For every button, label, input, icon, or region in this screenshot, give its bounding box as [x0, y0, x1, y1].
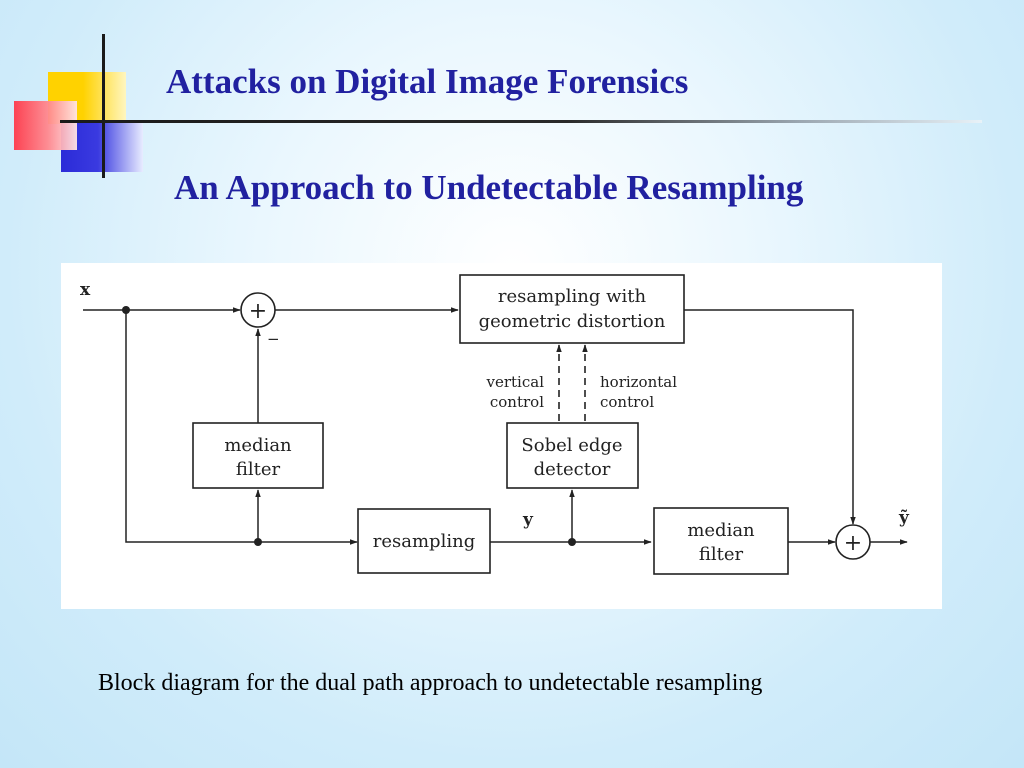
- horizontal-control-label-2: control: [600, 393, 654, 411]
- signal-label-y: y: [522, 510, 534, 530]
- horizontal-control-label-1: horizontal: [600, 373, 677, 391]
- input-label-x: x: [80, 280, 91, 300]
- vertical-control-label-2: control: [490, 393, 544, 411]
- vertical-control-label-1: vertical: [486, 373, 545, 391]
- block-median-top-line2: filter: [236, 459, 281, 480]
- wire-geometric-to-output-sum: [684, 309, 856, 525]
- block-resampling-geometric: [459, 274, 685, 344]
- block-sobel-edge-detector: [506, 422, 639, 489]
- block-median-top-line1: median: [224, 435, 292, 456]
- slide-subtitle: An Approach to Undetectable Resampling: [174, 168, 804, 207]
- block-diagram: x + − resampling with geometric distorti…: [61, 263, 942, 609]
- sum-plus-output: +: [844, 531, 862, 556]
- decor-vertical-line: [102, 34, 105, 178]
- block-median-bottom-line1: median: [687, 520, 755, 541]
- block-median-filter-top: [192, 422, 324, 489]
- sum-plus-top: +: [249, 299, 267, 324]
- block-resampling-label: resampling: [373, 531, 475, 552]
- block-median-filter-bottom: [653, 507, 789, 575]
- slide-title: Attacks on Digital Image Forensics: [166, 62, 689, 101]
- decor-red-square: [14, 101, 77, 150]
- output-label-y-tilde: ỹ: [898, 508, 910, 528]
- block-sobel-line1: Sobel edge: [521, 435, 622, 456]
- block-median-bottom-line2: filter: [699, 544, 744, 565]
- block-resampling: [357, 508, 491, 574]
- wire-input-down-to-bottom: [125, 310, 358, 545]
- block-sobel-line2: detector: [534, 459, 611, 480]
- block-resampling-geometric-line2: geometric distortion: [479, 311, 666, 332]
- block-resampling-geometric-line1: resampling with: [498, 286, 647, 307]
- figure-caption: Block diagram for the dual path approach…: [98, 670, 763, 696]
- decor-horizontal-rule: [60, 120, 982, 123]
- minus-sign-label: −: [267, 330, 280, 348]
